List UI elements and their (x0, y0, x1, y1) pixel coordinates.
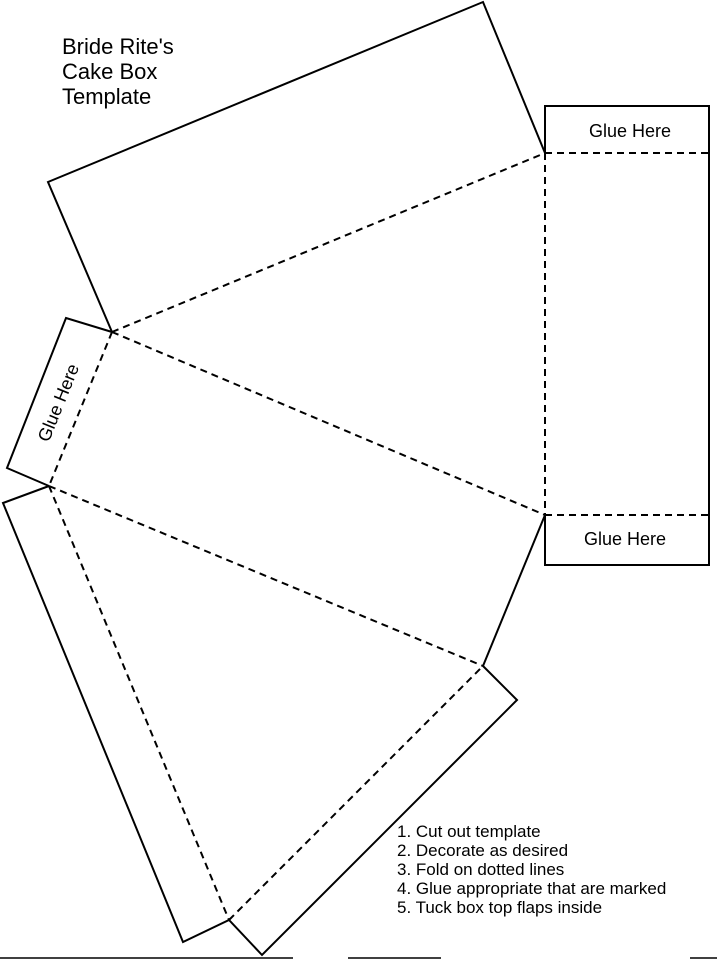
back-wall-cut (544, 105, 710, 566)
fold-line-middle-diagonal (111, 331, 546, 516)
instruction-item: 2. Decorate as desired (397, 841, 569, 860)
left-glue-tab-cut (5, 316, 113, 487)
glue-here-top-label: Glue Here (589, 121, 671, 141)
instruction-item: 1. Cut out template (397, 822, 541, 841)
instruction-item: 3. Fold on dotted lines (397, 860, 565, 879)
template-title: Bride Rite's Cake Box Template (62, 34, 174, 109)
top-side-panel-cut (46, 0, 546, 333)
fold-line-left-tab (48, 331, 113, 487)
instruction-item: 4. Glue appropriate that are marked (397, 879, 667, 898)
title-line: Bride Rite's (62, 34, 174, 59)
title-line: Template (62, 84, 152, 109)
title-line: Cake Box (62, 59, 158, 84)
glue-here-bottom-label: Glue Here (584, 529, 666, 549)
fold-line-upper-diagonal (111, 152, 546, 333)
instruction-item: 5. Tuck box top flaps inside (397, 898, 603, 917)
fold-line-bottom-left (48, 485, 230, 921)
glue-here-left-label: Glue Here (34, 361, 83, 445)
wedge-edge-cut (482, 514, 546, 667)
instructions-list: 1. Cut out template 2. Decorate as desir… (397, 822, 666, 917)
fold-line-lower-diagonal (48, 485, 484, 667)
